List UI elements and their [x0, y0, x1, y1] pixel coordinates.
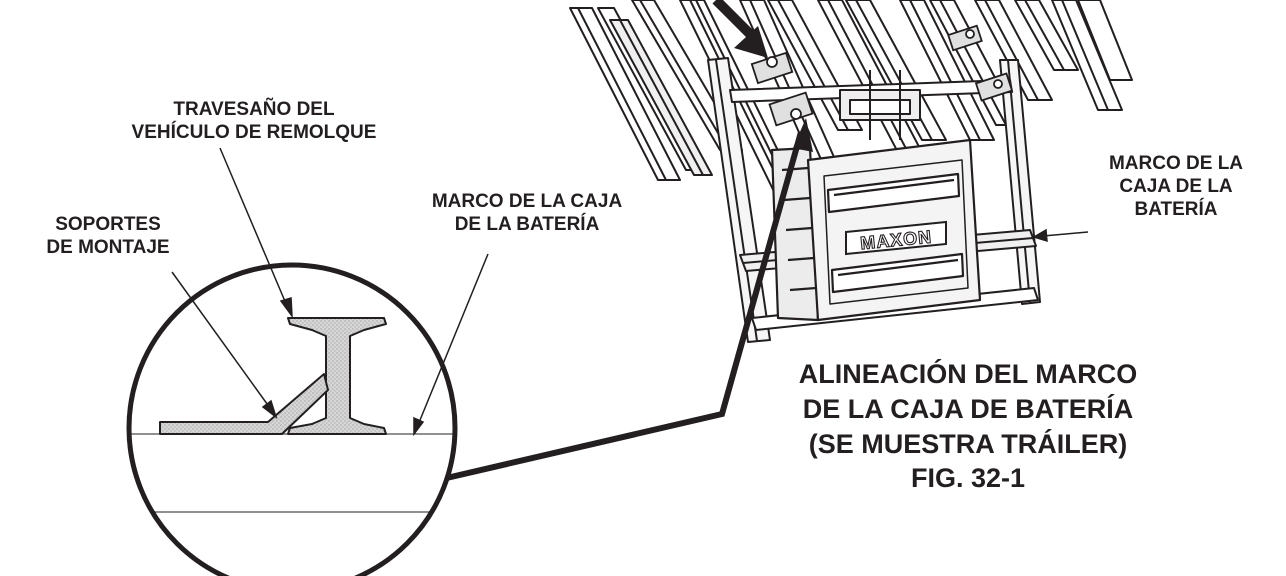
bracket-section: [159, 373, 329, 435]
detail-leader-arrow: [437, 118, 813, 483]
crossmember-section: [287, 317, 387, 435]
label-mounting-brackets: SOPORTES DE MONTAJE: [46, 214, 170, 259]
figure-number: FIG. 32-1: [910, 463, 1026, 494]
top-arrow: [712, 0, 768, 58]
callout-leaders: [171, 147, 1089, 437]
label-crossmember: TRAVESAÑO DEL VEHÍCULO DE REMOLQUE: [131, 99, 377, 144]
detail-view: [126, 262, 458, 576]
trailer-crossmember-rails: [569, 0, 1133, 221]
mounting-clamps: [750, 24, 1014, 127]
label-battery-box-frame-right: MARCO DE LA CAJA DE LA BATERÍA: [1108, 153, 1244, 221]
figure-caption: ALINEACIÓN DEL MARCO DE LA CAJA DE BATER…: [752, 357, 1184, 496]
label-battery-box-frame-left: MARCO DE LA CAJA DE LA BATERÍA: [431, 191, 623, 236]
